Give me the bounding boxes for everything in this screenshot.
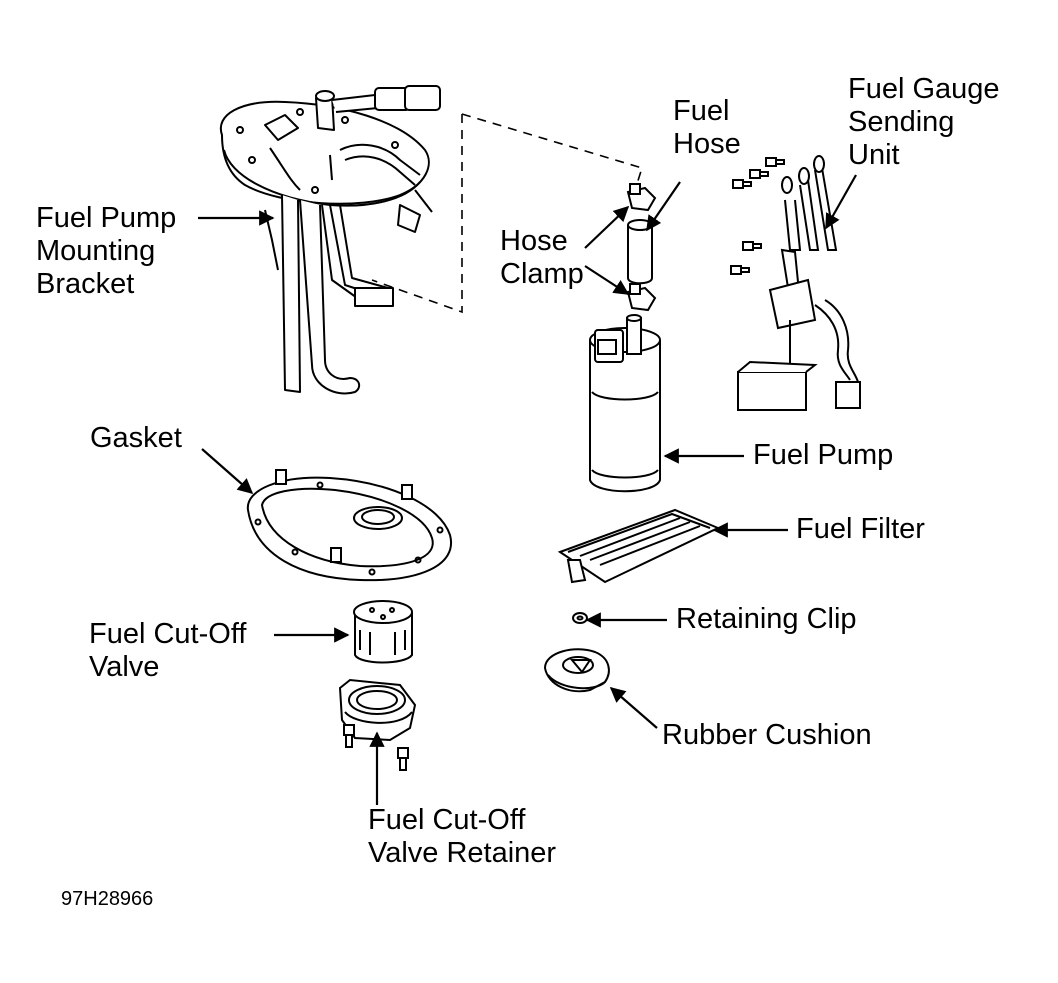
arrow-gasket [201,448,254,495]
label-fuel-pump-mounting-bracket: Fuel Pump Mounting Bracket [36,202,177,300]
fuel-cut-off-valve-retainer [338,678,417,771]
figure-code: 97H28966 [61,888,154,910]
arrow-hose-clamp-top [584,205,630,249]
label-fuel-gauge-sending-unit: Fuel Gauge Sending Unit [848,73,1000,171]
arrow-sending-unit [825,174,857,230]
arrow-fuel-hose [646,181,681,232]
label-fuel-cut-off-valve-retainer: Fuel Cut-Off Valve Retainer [368,804,557,869]
projection-lines [371,113,644,314]
fuel-hose [627,219,653,285]
label-fuel-filter: Fuel Filter [796,513,925,545]
label-hose-clamp: Hose Clamp [500,225,584,290]
retaining-clip [572,612,588,624]
label-fuel-hose: Fuel Hose [673,95,741,160]
arrow-rubber-cushion [609,686,658,729]
fuel-cut-off-valve [353,600,413,664]
fuel-pump [589,314,661,493]
label-rubber-cushion: Rubber Cushion [662,719,872,751]
gasket [246,469,453,582]
fuel-filter [557,508,721,584]
arrow-hose-clamp-bottom [584,265,630,295]
rubber-cushion [543,648,610,693]
label-fuel-cut-off-valve: Fuel Cut-Off Valve [89,618,247,683]
label-gasket: Gasket [90,422,182,454]
hose-clamps [626,183,657,312]
leader-arrows [198,174,857,805]
label-fuel-pump: Fuel Pump [753,439,894,471]
fuel-pump-mounting-bracket [219,85,441,395]
label-retaining-clip: Retaining Clip [676,603,857,635]
fuel-gauge-sending-unit [730,155,861,411]
